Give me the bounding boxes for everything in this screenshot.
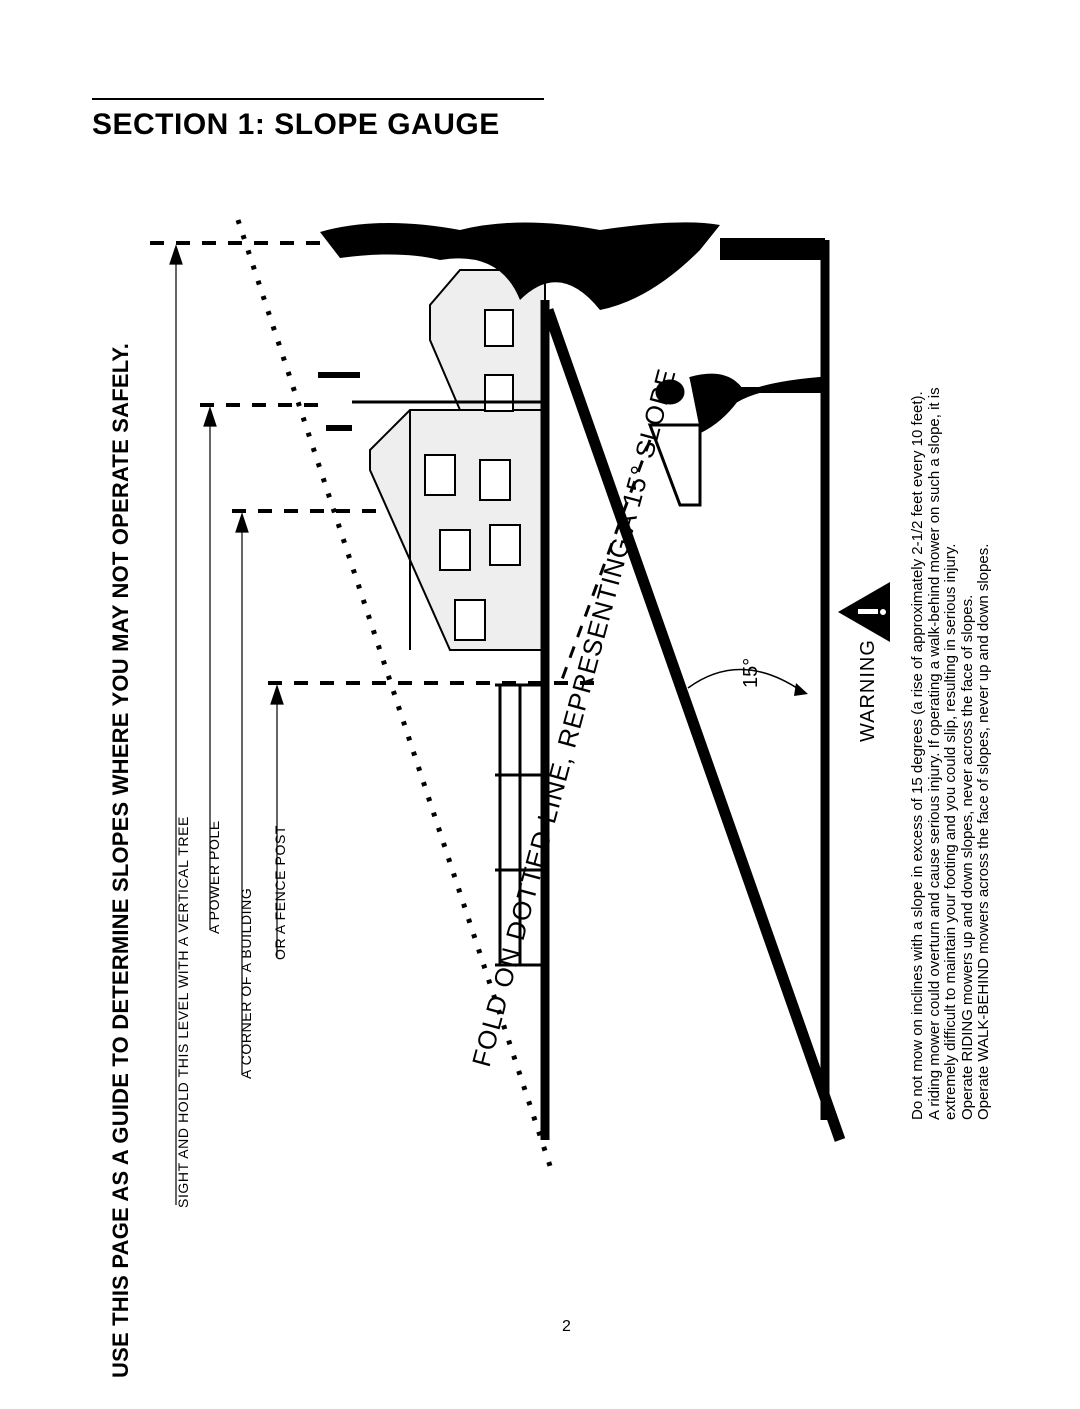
guide-tree: SIGHT AND HOLD THIS LEVEL WITH A VERTICA…	[175, 816, 191, 1208]
level-sight-lines	[150, 241, 598, 685]
warning-line: Do not mow on inclines with a slope in e…	[909, 391, 926, 1120]
level-arrows	[169, 244, 284, 1205]
trees	[320, 222, 825, 310]
warning-label: WARNING	[857, 639, 879, 742]
page-number: 2	[562, 1318, 571, 1335]
warning-line: extremely difficult to maintain your foo…	[942, 543, 959, 1120]
warning-triangle-icon	[838, 582, 890, 642]
guide-power-pole: A POWER POLE	[206, 820, 222, 934]
main-heading: USE THIS PAGE AS A GUIDE TO DETERMINE SL…	[108, 342, 133, 1378]
building	[369, 269, 546, 651]
ground-lines	[540, 240, 846, 1142]
guide-fence-post: OR A FENCE POST	[272, 824, 288, 960]
mower-operator	[558, 373, 823, 686]
warning-line: A riding mower could overturn and cause …	[925, 387, 943, 1120]
angle-label: 15°	[740, 657, 762, 688]
warning-line: Operate RIDING mowers up and down slopes…	[958, 594, 976, 1120]
angle-arc	[687, 668, 801, 691]
fence	[495, 683, 545, 967]
title-rule	[92, 98, 544, 100]
warning-line: Operate WALK-BEHIND mowers across the fa…	[975, 543, 992, 1120]
section-title: SECTION 1: SLOPE GAUGE	[92, 108, 500, 141]
guide-building: A CORNER OF A BUILDING	[238, 887, 254, 1079]
power-pole	[318, 372, 545, 431]
warning-text: Do not mow on inclines with a slope in e…	[909, 387, 993, 1120]
